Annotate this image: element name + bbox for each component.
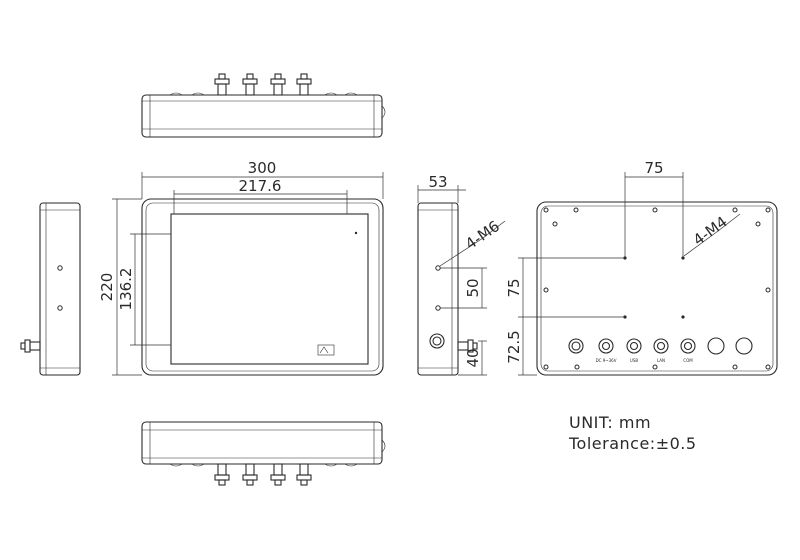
conn-label-com: COM xyxy=(683,358,693,363)
dim-rear-vertical: 75 xyxy=(505,257,625,318)
rear-mounting-holes xyxy=(623,256,685,319)
dim-side-bottom: 40 xyxy=(458,340,487,376)
screen-area xyxy=(170,213,369,365)
dim-220-label: 220 xyxy=(98,273,116,302)
dim-rear-75-h-label: 75 xyxy=(644,159,663,177)
dim-53-label: 53 xyxy=(428,173,447,191)
left-side-connector xyxy=(20,339,41,353)
conn-label-usb: USB xyxy=(630,358,638,363)
right-side-connector xyxy=(457,339,478,353)
dim-217-6-label: 217.6 xyxy=(239,177,282,195)
dim-72-5-label: 72.5 xyxy=(505,330,523,363)
tolerance-note: Tolerance:±0.5 xyxy=(568,434,697,453)
dim-300-label: 300 xyxy=(248,159,277,177)
dim-136-2-label: 136.2 xyxy=(117,268,135,311)
logo-mark xyxy=(317,344,335,356)
dim-rear-75-v-label: 75 xyxy=(505,278,523,297)
right-side-view: 53 4-M6 50 40 xyxy=(417,173,506,376)
conn-label-lan: LAN xyxy=(657,358,665,363)
dim-height-screen: 136.2 xyxy=(117,233,171,346)
rear-perimeter-screws xyxy=(543,207,771,370)
hole-m6-label: 4-M6 xyxy=(462,217,503,253)
dim-width-total: 300 xyxy=(141,159,384,199)
m4-leader: 4-M4 xyxy=(683,213,741,257)
top-view xyxy=(141,73,386,138)
dim-50-label: 50 xyxy=(464,278,482,297)
dim-side-spacing: 50 xyxy=(440,267,487,309)
conn-label-dc: DC 9~36V xyxy=(596,358,617,363)
front-view: 300 217.6 220 136.2 xyxy=(98,159,384,376)
dim-40-label: 40 xyxy=(464,348,482,367)
top-connectors xyxy=(169,73,358,96)
rear-connectors: DC 9~36V USB LAN COM xyxy=(568,337,753,363)
dim-rear-bottom: 72.5 xyxy=(505,317,537,376)
dim-height-total: 220 xyxy=(98,198,142,376)
unit-note: UNIT: mm xyxy=(569,413,651,432)
dim-rear-horizontal: 75 xyxy=(624,159,684,258)
rear-view: DC 9~36V USB LAN COM 75 4-M4 75 xyxy=(505,159,778,376)
m6-leader: 4-M6 xyxy=(439,217,506,267)
bottom-connectors xyxy=(169,463,358,486)
notes: UNIT: mm Tolerance:±0.5 xyxy=(568,413,697,453)
dim-depth: 53 xyxy=(417,173,466,203)
left-side-view xyxy=(20,202,81,376)
dim-width-screen: 217.6 xyxy=(173,177,348,214)
hole-m4-label: 4-M4 xyxy=(690,213,731,250)
bottom-view xyxy=(141,421,386,486)
